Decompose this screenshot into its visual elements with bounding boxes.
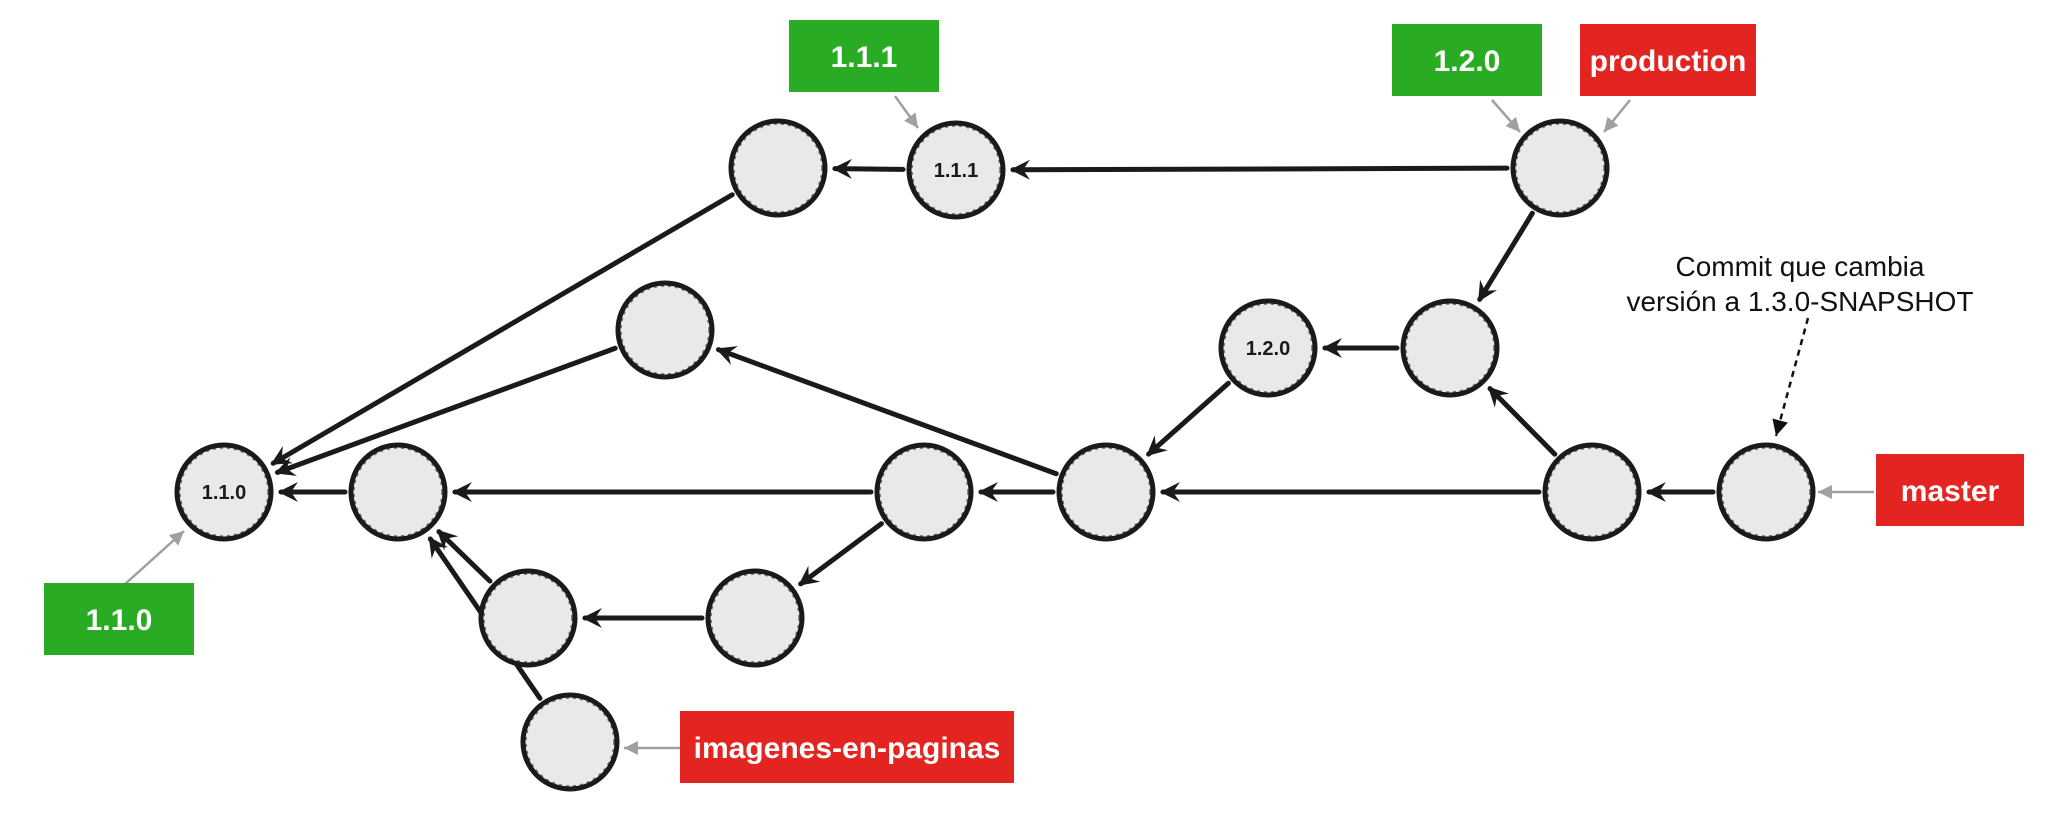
commit-node[interactable] <box>728 118 828 218</box>
tag-120-label[interactable]: 1.2.0 <box>1392 24 1542 96</box>
commit-circle-texture <box>879 447 969 537</box>
commit-node[interactable]: 1.2.0 <box>1218 298 1318 398</box>
commit-circle-texture <box>1061 447 1151 537</box>
commit-circle <box>1056 442 1156 542</box>
edge-c15-to-c111 <box>1009 159 1510 180</box>
commit-circle <box>615 280 715 380</box>
commit-circle-texture <box>483 573 573 663</box>
edge-c120-to-c11 <box>1146 380 1231 457</box>
commit-node[interactable] <box>348 442 448 542</box>
tag-text: 1.1.1 <box>831 41 898 74</box>
commit-node[interactable] <box>1056 442 1156 542</box>
note-line-2: versión a 1.3.0-SNAPSHOT <box>1626 286 1973 317</box>
tag-110-label[interactable]: 1.1.0 <box>44 583 194 655</box>
pointer-branch-master <box>1818 485 1874 499</box>
edge-c111-to-c10 <box>831 158 906 179</box>
commit-circle <box>1218 298 1318 398</box>
edge-c14-to-c13 <box>1487 386 1558 457</box>
commit-node[interactable]: 1.1.0 <box>174 442 274 542</box>
commit-circle <box>874 442 974 542</box>
branch-box <box>1580 24 1756 96</box>
pointer-tag-111 <box>893 95 920 129</box>
commit-circle <box>1400 298 1500 398</box>
commit-node[interactable] <box>705 568 805 668</box>
commit-circle-texture <box>179 447 269 537</box>
commit-circle <box>1510 118 1610 218</box>
branch-box <box>1876 454 2024 526</box>
pointer-branch-production <box>1603 99 1631 133</box>
edge-c11-to-c9 <box>715 346 1059 477</box>
commit-circle-texture <box>1405 303 1495 393</box>
commit-circle <box>705 568 805 668</box>
commit-circle-texture <box>525 697 615 787</box>
edge-c10-to-c110 <box>270 192 735 466</box>
commit-label: 1.2.0 <box>1246 338 1290 360</box>
commit-circle <box>906 120 1006 220</box>
commit-node[interactable] <box>478 568 578 668</box>
tag-box <box>789 20 939 92</box>
ref-labels: 1.1.0 1.1.1 1.2.0 production master imagenes-… <box>44 20 2024 783</box>
commit-circle <box>478 568 578 668</box>
commit-circle-texture <box>1547 447 1637 537</box>
commit-circle-texture <box>1721 447 1811 537</box>
commit-circle <box>174 442 274 542</box>
commit-circle-texture <box>353 447 443 537</box>
tag-text: 1.1.0 <box>86 604 153 637</box>
note-arrow <box>1772 317 1810 437</box>
edge-c8-to-c4 <box>798 521 885 587</box>
commit-circle <box>348 442 448 542</box>
note-line-1: Commit que cambia <box>1676 251 1925 282</box>
snapshot-note: Commit que cambia versión a 1.3.0-SNAPSH… <box>1626 251 1974 437</box>
commit-node[interactable] <box>1510 118 1610 218</box>
branch-production-label[interactable]: production <box>1580 24 1756 96</box>
branch-imagenes-label[interactable]: imagenes-en-paginas <box>680 711 1014 783</box>
commit-circle-texture <box>1223 303 1313 393</box>
tag-box <box>44 583 194 655</box>
pointer-tag-120 <box>1491 99 1521 133</box>
tag-text: 1.2.0 <box>1434 45 1501 78</box>
pointer-tag-110 <box>123 530 185 586</box>
tag-box <box>1392 24 1542 96</box>
branch-text: production <box>1590 45 1747 78</box>
edge-c15-to-c13 <box>1477 210 1535 302</box>
commit-circle <box>728 118 828 218</box>
commit-circle <box>520 692 620 792</box>
commit-node[interactable]: 1.1.1 <box>906 120 1006 220</box>
commit-node[interactable] <box>520 692 620 792</box>
branch-box <box>680 711 1014 783</box>
commit-circle-texture <box>710 573 800 663</box>
commit-circle-texture <box>620 285 710 375</box>
commit-node[interactable] <box>615 280 715 380</box>
commit-node[interactable] <box>1400 298 1500 398</box>
commit-label: 1.1.0 <box>202 482 246 504</box>
commit-node[interactable] <box>1542 442 1642 542</box>
commit-circle <box>1542 442 1642 542</box>
commit-node[interactable] <box>1716 442 1816 542</box>
commit-circle-texture <box>1515 123 1605 213</box>
commit-nodes: 1.1.0 1.1.1 1.2.0 <box>174 118 1816 792</box>
commit-node[interactable] <box>874 442 974 542</box>
label-pointers <box>123 95 1874 755</box>
branch-master-label[interactable]: master <box>1876 454 2024 526</box>
tag-111-label[interactable]: 1.1.1 <box>789 20 939 92</box>
commit-circle-texture <box>911 125 1001 215</box>
branch-text: imagenes-en-paginas <box>694 732 1001 765</box>
edge-c3-to-c2 <box>436 529 493 584</box>
commit-label: 1.1.1 <box>934 160 978 182</box>
branch-text: master <box>1901 475 2000 508</box>
edge-c9-to-c110 <box>274 345 618 476</box>
commit-circle-texture <box>733 123 823 213</box>
pointer-branch-imagenes <box>624 741 680 755</box>
commit-circle <box>1716 442 1816 542</box>
